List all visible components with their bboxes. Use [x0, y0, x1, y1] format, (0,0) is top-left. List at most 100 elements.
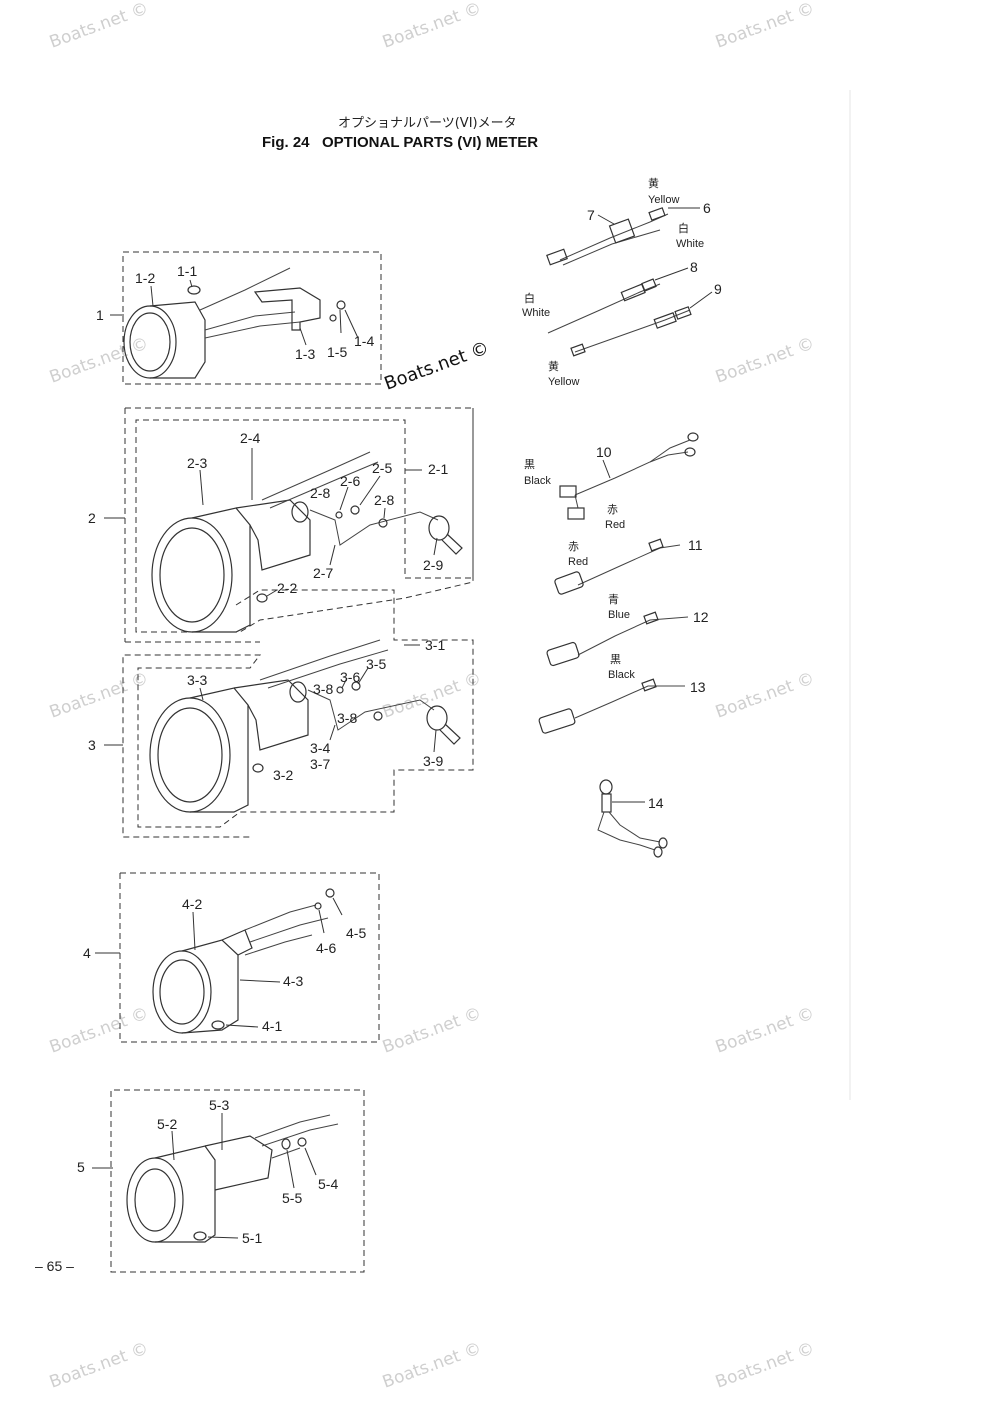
- nut-icon: [325, 888, 335, 898]
- wire-color: Yellow: [648, 194, 679, 206]
- assembly-3-boundary: [122, 589, 474, 838]
- watermark: Boats.net ©: [380, 1003, 484, 1057]
- callout-3: 3: [88, 737, 96, 753]
- callout-2-4: 2-4: [240, 430, 260, 446]
- gauge-4-face: [152, 950, 212, 1034]
- connector-icon: [567, 507, 585, 520]
- assembly-2: [104, 407, 474, 643]
- copyright-stamp: Boats.net ©: [382, 337, 492, 394]
- figure-title: Fig. 24 OPTIONAL PARTS (VI) METER: [262, 134, 538, 151]
- sensor-12-wire: [577, 616, 689, 656]
- callout-14: 14: [648, 795, 664, 811]
- callout-2-8: 2-8: [374, 492, 394, 508]
- callout-4-6: 4-6: [316, 940, 336, 956]
- sensor-3-9: [426, 705, 448, 731]
- gauge-4-cap: [221, 929, 253, 956]
- bulb-4-1: [211, 1020, 225, 1030]
- gauge-4-body: [181, 939, 239, 1034]
- gauge-3-body: [189, 687, 249, 813]
- gauge-1-bezel: [129, 312, 171, 372]
- gauge-5-lead: [271, 1147, 301, 1159]
- washer-icon: [373, 711, 383, 721]
- terminal-icon: [687, 432, 699, 442]
- leader-2-2: [266, 589, 278, 597]
- callout-5-4: 5-4: [318, 1176, 338, 1192]
- clamp-7: [608, 218, 636, 244]
- sensor-12: [546, 611, 689, 667]
- assembly-2-boundary: [125, 407, 474, 633]
- harness-6-wire: [562, 229, 661, 266]
- wire-color: Blue: [608, 609, 630, 621]
- gauge-5-lead: [261, 1123, 339, 1147]
- harness-6-7: [546, 207, 700, 266]
- gauge-1-lead: [199, 267, 291, 311]
- watermark: Boats.net ©: [713, 1338, 817, 1392]
- sensor-11-wire: [577, 544, 681, 586]
- terminal-icon: [658, 837, 668, 849]
- bulb-1-1: [187, 285, 201, 295]
- lamp-14: [597, 779, 668, 858]
- leader-5-1: [207, 1236, 239, 1239]
- gauge-3-housing: [233, 679, 309, 751]
- gauge-2-lead: [269, 461, 379, 509]
- nut-icon: [351, 681, 361, 691]
- leader-5-4: [304, 1147, 317, 1176]
- gauge-2-cable: [309, 509, 439, 546]
- gauge-2-lead: [261, 451, 371, 501]
- wire-color-jp: 白: [524, 291, 535, 305]
- watermark: Boats.net ©: [380, 0, 484, 53]
- washer-icon: [378, 518, 388, 528]
- wire-color-jp: 赤: [568, 540, 579, 553]
- washer-icon: [281, 1138, 291, 1150]
- watermark: Boats.net ©: [47, 0, 151, 53]
- harness-9: [570, 291, 713, 357]
- sensor-3-9-stem: [439, 723, 461, 745]
- callout-3-1: 3-1: [425, 637, 445, 653]
- nut-icon: [336, 686, 344, 694]
- callout-3-8: 3-8: [337, 710, 357, 726]
- leader-8: [654, 267, 689, 281]
- assembly-1: [110, 251, 382, 385]
- leader-1-1: [189, 279, 193, 288]
- wire-color: Red: [568, 556, 588, 568]
- callout-8: 8: [690, 259, 698, 275]
- callout-5-1: 5-1: [242, 1230, 262, 1246]
- watermark: Boats.net ©: [47, 668, 151, 722]
- washer-icon: [314, 902, 322, 910]
- callout-11: 11: [688, 537, 703, 553]
- gauge-4-lead: [244, 934, 313, 956]
- connector-icon: [643, 611, 659, 625]
- leader-7: [597, 214, 615, 225]
- leader-4-3: [239, 979, 281, 983]
- harness-10-wire: [649, 451, 689, 463]
- callout-2-5: 2-5: [372, 460, 392, 476]
- nut-icon: [336, 300, 346, 310]
- callout-9: 9: [714, 281, 722, 297]
- sensor-2-9: [428, 515, 450, 541]
- harness-8-wire: [547, 283, 661, 334]
- leader-9: [689, 291, 713, 309]
- callout-3-2: 3-2: [273, 767, 293, 783]
- assembly-5: [92, 1089, 365, 1273]
- wire-color-jp: 黒: [524, 458, 535, 471]
- leader-5-2: [171, 1130, 175, 1161]
- bulb-3-2: [252, 763, 264, 773]
- title-japanese: オプショナルパーツ(VI)メータ: [338, 116, 517, 131]
- callout-3-4: 3-4: [310, 740, 330, 756]
- callout-5: 5: [77, 1159, 85, 1175]
- gauge-2-housing: [235, 499, 311, 571]
- terminal-icon: [684, 447, 696, 457]
- gauge-3-lead: [267, 649, 389, 689]
- leader-10: [602, 459, 611, 479]
- callout-5-3: 5-3: [209, 1097, 229, 1113]
- assembly-3: [104, 589, 474, 838]
- gauge-3-lead: [259, 639, 381, 681]
- callout-12: 12: [693, 609, 709, 625]
- sensor-body-icon: [538, 708, 576, 734]
- sensor-2-9-stem: [441, 533, 463, 555]
- watermark: Boats.net ©: [47, 1003, 151, 1057]
- page-number: – 65 –: [35, 1258, 74, 1274]
- wire-color: White: [676, 238, 704, 250]
- harness-8: [547, 267, 689, 334]
